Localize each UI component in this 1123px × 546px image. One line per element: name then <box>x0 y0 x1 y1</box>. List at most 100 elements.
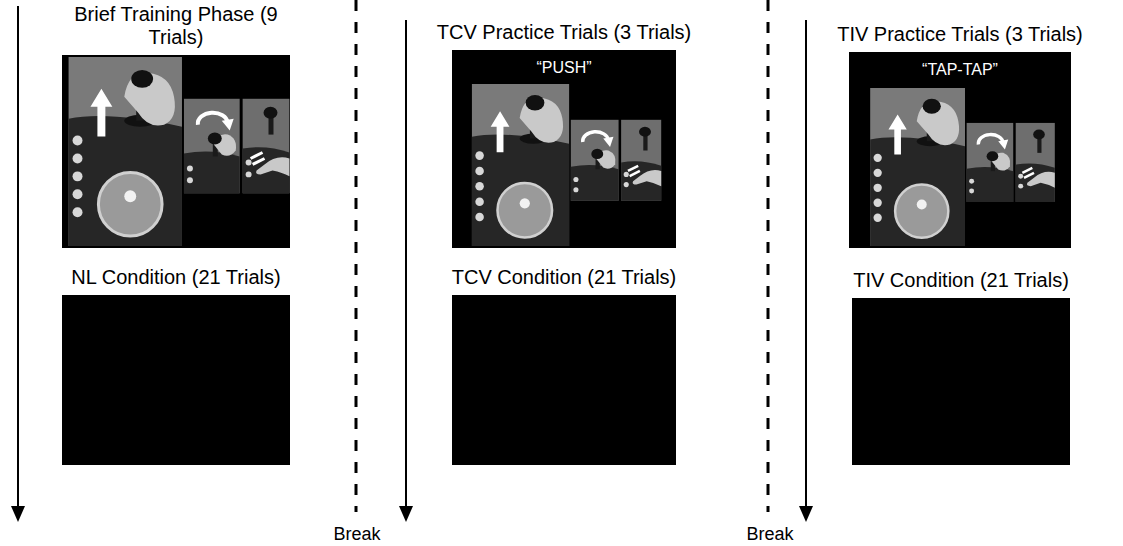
photo-ground <box>571 120 619 201</box>
device-button <box>874 199 882 207</box>
device-button <box>874 154 882 162</box>
device-button <box>475 151 484 160</box>
device-button <box>73 189 83 199</box>
cue-word: “PUSH” <box>536 59 591 77</box>
arrow-head <box>799 506 813 522</box>
joystick-knob <box>923 99 941 114</box>
rotate-arrow <box>198 113 228 125</box>
device-body <box>69 116 182 246</box>
rotate-arrow <box>978 135 1003 145</box>
device-button <box>246 171 252 177</box>
phase-heading: TCV Condition (21 Trials) <box>452 266 677 289</box>
photo-ground <box>621 120 661 201</box>
arrow-head <box>11 506 25 522</box>
black-screen <box>852 298 1070 465</box>
device-button <box>475 167 484 176</box>
device-button <box>969 189 974 194</box>
practice-panel: Brief Training Phase (9 Trials) <box>62 3 290 248</box>
illustration <box>849 52 1071 248</box>
black-screen: “PUSH” <box>452 50 676 248</box>
arrow-shaft <box>405 20 407 508</box>
device-button <box>874 169 882 177</box>
black-screen <box>62 295 290 465</box>
push-arrow <box>888 115 906 155</box>
phase-heading: NL Condition (21 Trials) <box>71 266 280 289</box>
photo-large <box>870 88 965 246</box>
arrow-shaft <box>17 6 19 508</box>
device-button <box>475 182 484 191</box>
break-label: Break <box>333 524 380 544</box>
condition-panel: TIV Condition (21 Trials) <box>852 269 1070 465</box>
photo-ground <box>69 57 182 246</box>
round-button <box>497 183 552 238</box>
joystick-knob <box>987 151 999 161</box>
device-button <box>73 171 83 181</box>
photo-strip <box>69 57 290 246</box>
device-button <box>624 172 629 177</box>
joystick-knob <box>1033 130 1045 140</box>
rotate-arrow-head <box>998 140 1008 150</box>
device-button <box>573 177 578 182</box>
practice-panel: TCV Practice Trials (3 Trials) “PUSH” <box>437 21 691 248</box>
device-button <box>573 187 578 192</box>
joystick-knob <box>591 149 603 159</box>
device-button <box>73 136 83 146</box>
rotate-arrow-head <box>603 137 613 147</box>
photo-small <box>967 123 1014 202</box>
photo-ground <box>243 99 290 194</box>
rotate-arrow-head <box>222 119 234 131</box>
photo-large <box>69 57 182 246</box>
device-button <box>1018 184 1023 189</box>
photo-ground <box>184 99 240 194</box>
photo-small <box>243 99 290 194</box>
device-button <box>73 153 83 163</box>
timeline-arrow <box>799 20 813 522</box>
condition-panel: NL Condition (21 Trials) <box>62 266 290 465</box>
tap-mark <box>630 171 640 176</box>
round-button <box>98 172 162 236</box>
device-button <box>475 213 484 222</box>
illustration <box>452 50 676 248</box>
device-button <box>874 184 882 192</box>
device-button <box>475 197 484 206</box>
photo-small <box>621 120 661 201</box>
button-light <box>124 190 136 202</box>
device-button <box>187 165 193 171</box>
rotate-arrow <box>583 132 609 142</box>
arrow-shaft <box>805 20 807 508</box>
timeline-arrow <box>11 6 25 522</box>
photo-strip <box>870 88 1055 246</box>
device-button <box>187 177 193 183</box>
photo-ground <box>472 84 569 246</box>
device-body <box>184 152 240 194</box>
device-button <box>969 179 974 184</box>
photo-strip <box>472 84 661 246</box>
device-button <box>874 214 882 222</box>
joystick-knob <box>639 127 651 137</box>
dashed-divider <box>767 0 770 512</box>
button-light <box>520 198 530 208</box>
black-screen <box>62 55 290 248</box>
photo-large <box>472 84 569 246</box>
phase-heading: Brief Training Phase (9 Trials) <box>62 3 290 49</box>
device-body <box>472 135 569 246</box>
tap-mark <box>1024 173 1034 178</box>
black-screen <box>452 295 676 465</box>
timeline-arrow <box>399 20 413 522</box>
round-button <box>895 184 948 237</box>
push-arrow <box>90 89 112 137</box>
photo-small <box>571 120 619 201</box>
black-screen: “TAP-TAP” <box>849 52 1071 248</box>
device-body <box>571 165 619 201</box>
photo-ground <box>967 123 1014 202</box>
joystick-knob <box>131 70 153 88</box>
arrow-head <box>399 506 413 522</box>
device-button <box>246 159 252 165</box>
phase-heading: TCV Practice Trials (3 Trials) <box>437 21 691 44</box>
tap-mark <box>628 166 638 171</box>
push-arrow <box>491 111 510 152</box>
device-body <box>1016 163 1055 202</box>
device-button <box>624 182 629 187</box>
tap-mark <box>251 152 263 158</box>
photo-small <box>184 99 240 194</box>
